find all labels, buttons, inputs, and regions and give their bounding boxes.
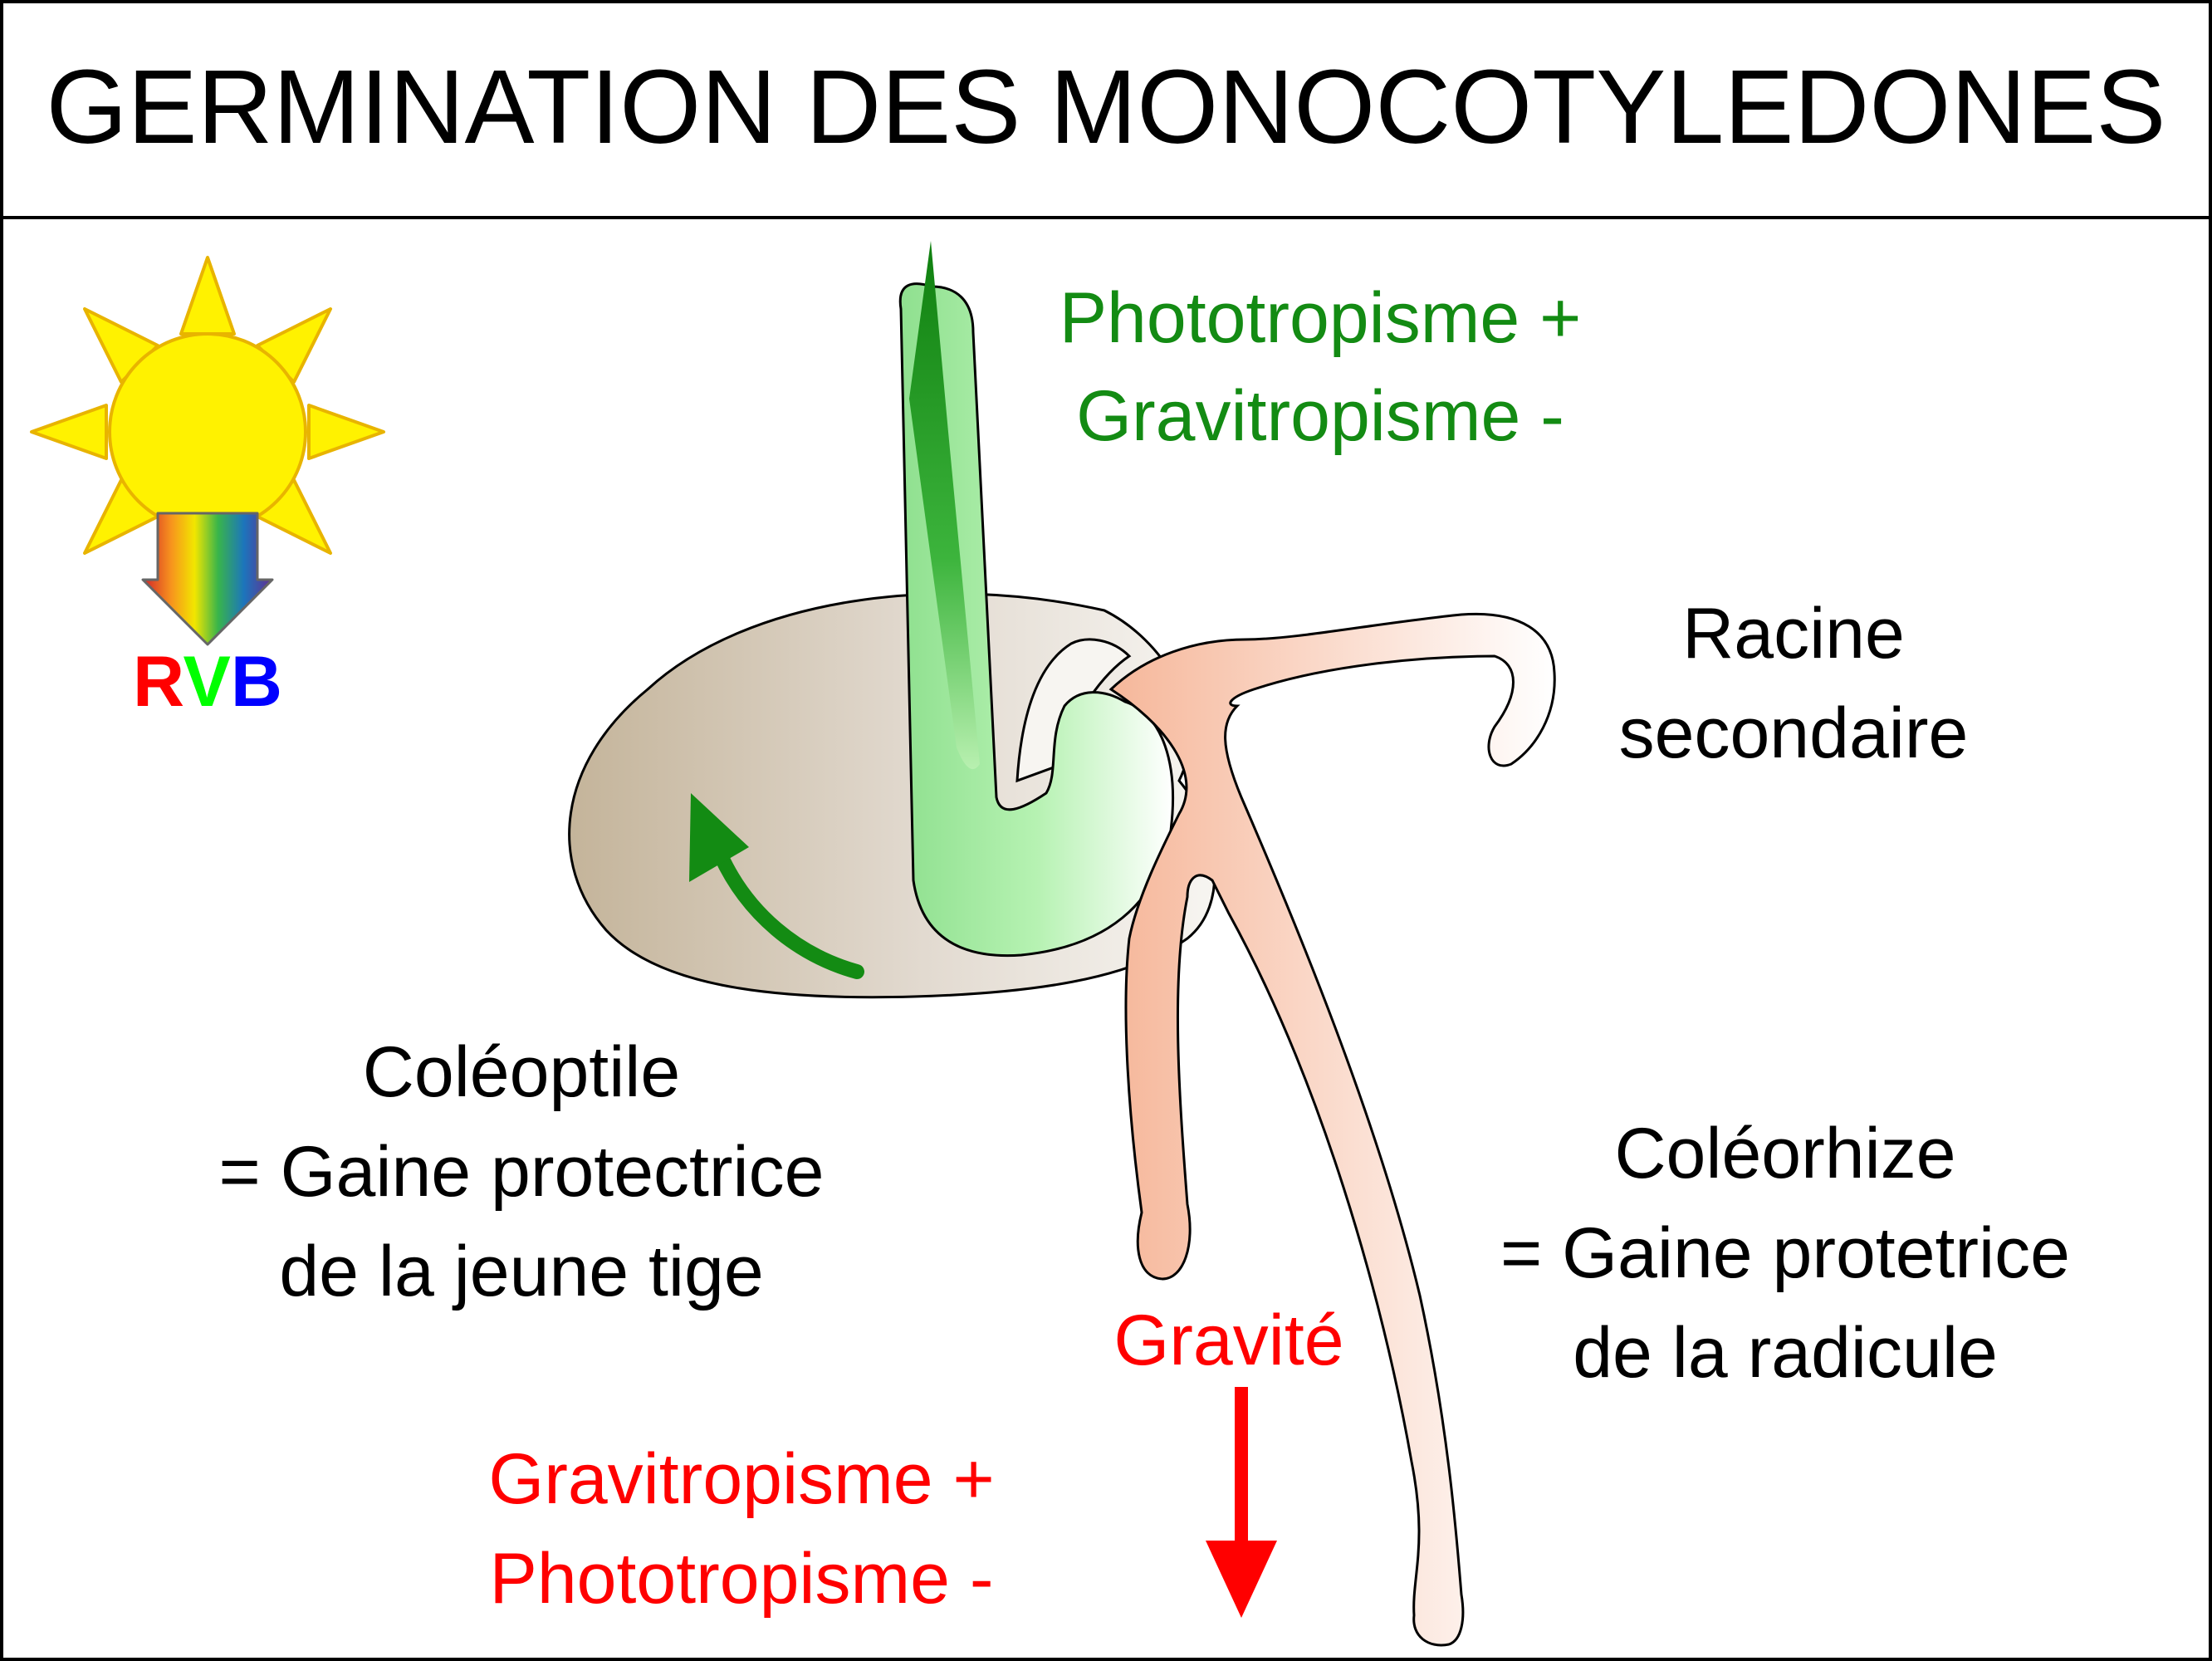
shoot-tropism-line2: Gravitropisme - — [1076, 376, 1564, 456]
coleoptile-line2: = Gaine protectrice — [219, 1132, 825, 1212]
coleorhiza-line2: = Gaine protetrice — [1500, 1213, 2070, 1293]
coleorhiza-line1: Coléorhize — [1614, 1114, 1955, 1193]
rvb-b: B — [231, 642, 282, 722]
secondary-root-line1: Racine — [1682, 594, 1905, 674]
shoot-tropism-line1: Phototropisme + — [1060, 278, 1582, 358]
gravity-arrow-icon — [1206, 1387, 1277, 1618]
first-leaf — [909, 241, 980, 770]
light-spectrum-arrow — [141, 512, 274, 646]
curved-arrow-icon — [689, 793, 864, 979]
rvb-v: V — [184, 642, 231, 722]
root-tropism-line1: Gravitropisme + — [488, 1439, 994, 1519]
coleoptile-line3: de la jeune tige — [279, 1232, 763, 1311]
root-tropism-line2: Phototropisme - — [489, 1539, 993, 1619]
radicle — [1108, 612, 1556, 1647]
coleoptile-line1: Coléoptile — [363, 1032, 680, 1112]
rvb-label: RVB — [133, 642, 282, 722]
page-title: GERMINATION DES MONOCOTYLEDONES — [46, 48, 2166, 165]
sun-icon — [30, 256, 385, 555]
coleorhiza-line3: de la radicule — [1573, 1313, 1998, 1393]
coleoptile — [898, 282, 1174, 958]
rvb-r: R — [133, 642, 184, 722]
gravity-label: Gravité — [1113, 1301, 1343, 1380]
secondary-root-line2: secondaire — [1619, 693, 1969, 773]
